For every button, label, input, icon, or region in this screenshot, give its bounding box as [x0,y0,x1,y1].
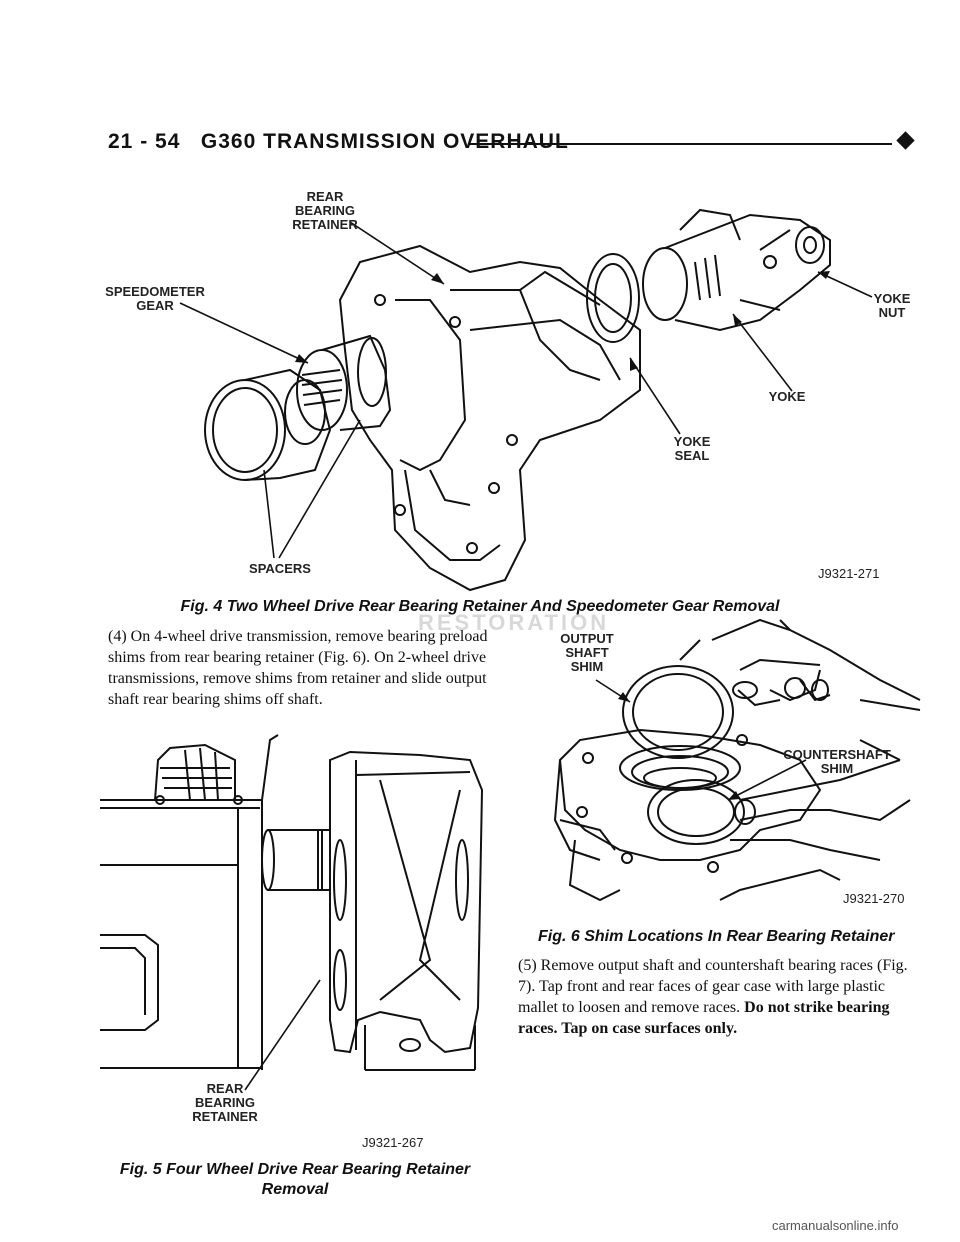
fig5-label-rear-bearing-retainer: REAR BEARING RETAINER [192,1081,258,1124]
fig6-caption: Fig. 6 Shim Locations In Rear Bearing Re… [538,928,895,945]
fig4-illustration [179,208,873,592]
step5-paragraph: (5) Remove output shaft and countershaft… [518,955,914,1039]
footer-site: carmanualsonline.info [772,1218,899,1233]
page-header: 21 - 54 G360 TRANSMISSION OVERHAUL [108,128,915,162]
fig4-code: J9321-271 [818,566,880,581]
header-rule [468,143,892,145]
fig4-label-speedometer-gear: SPEEDOMETER GEAR [105,284,205,313]
step4-paragraph: (4) On 4-wheel drive transmission, remov… [108,628,488,708]
step5-warning: Do not strike bearing races. Tap on case… [518,999,890,1037]
fig6-label-countershaft-shim: COUNTERSHAFT SHIM [783,747,891,776]
fig5-code: J9321-267 [362,1135,424,1150]
fig6-code: J9321-270 [843,891,905,906]
fig6-label-output-shaft-shim: OUTPUT SHAFT SHIM [560,631,614,674]
fig4-label-rear-bearing-retainer: REAR BEARING RETAINER [292,189,358,232]
section-title: G360 TRANSMISSION OVERHAUL [200,130,569,153]
fig5-caption: Fig. 5 Four Wheel Drive Rear Bearing Ret… [119,1161,471,1198]
fig4-label-spacers: SPACERS [249,561,311,576]
fig4-label-yoke: YOKE [768,389,806,404]
fig4-label-yoke-nut: YOKE NUT [873,291,911,320]
fig4-label-yoke-seal: YOKE SEAL [673,434,711,463]
watermark: RESTORATION [418,610,610,635]
page-number: 21 - 54 [108,130,181,153]
step5-text: (5) Remove output shaft and countershaft… [518,957,908,1016]
header-text: 21 - 54 G360 TRANSMISSION OVERHAUL [108,130,569,154]
fig4-caption: Fig. 4 Two Wheel Drive Rear Bearing Reta… [180,598,780,615]
